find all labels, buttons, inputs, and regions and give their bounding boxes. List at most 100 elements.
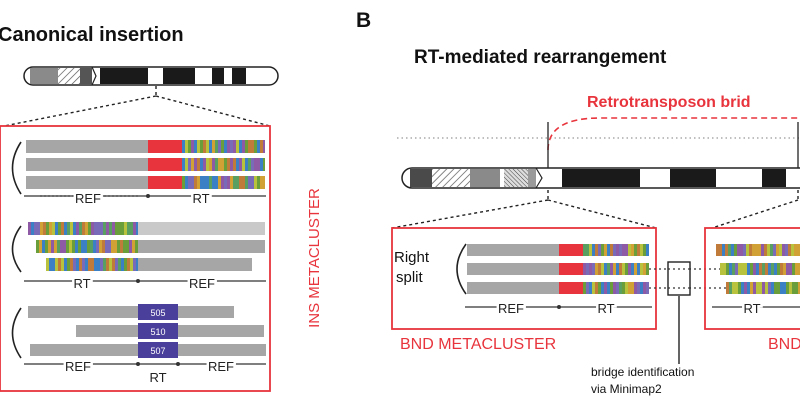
group3-bracket bbox=[11, 307, 22, 359]
group3-axis bbox=[24, 362, 266, 366]
rt-stripe bbox=[200, 176, 203, 189]
rt-stripes bbox=[182, 140, 265, 153]
rt-stripe bbox=[625, 244, 628, 256]
rt-stripe bbox=[640, 244, 643, 256]
rt-stripe bbox=[115, 222, 118, 235]
rt-stripe bbox=[94, 222, 97, 235]
rt-stripe bbox=[66, 240, 69, 253]
rt-stripe bbox=[640, 282, 643, 294]
rt-stripe bbox=[744, 282, 747, 294]
rt-stripe bbox=[783, 282, 786, 294]
rt-stripe bbox=[248, 158, 251, 171]
rt-stripe bbox=[206, 158, 209, 171]
rt-stripe bbox=[233, 176, 236, 189]
panel-b-letter: B bbox=[356, 9, 371, 32]
rt-stripe bbox=[218, 140, 221, 153]
rt-stripe bbox=[746, 244, 749, 256]
rt-stripe bbox=[631, 244, 634, 256]
rt-stripe bbox=[215, 140, 218, 153]
rt-stripe bbox=[48, 240, 51, 253]
rt-stripe bbox=[224, 176, 227, 189]
rt-stripes bbox=[46, 258, 138, 271]
rt-stripe bbox=[792, 263, 795, 275]
rt-stripe bbox=[768, 263, 771, 275]
rt-stripe bbox=[613, 244, 616, 256]
read-red-segment bbox=[559, 263, 583, 275]
rt-stripe bbox=[242, 176, 245, 189]
rt-stripe bbox=[182, 140, 185, 153]
read-ref-segment bbox=[26, 176, 148, 189]
rt-stripe bbox=[188, 140, 191, 153]
rt-stripe bbox=[91, 258, 94, 271]
rt-stripe bbox=[634, 244, 637, 256]
rt-stripe bbox=[81, 240, 84, 253]
rt-stripe bbox=[583, 282, 586, 294]
group2-bracket bbox=[11, 225, 22, 273]
rt-stripe bbox=[619, 263, 622, 275]
rt-stripe bbox=[795, 263, 798, 275]
rt-stripe bbox=[747, 263, 750, 275]
rt-stripe bbox=[732, 263, 735, 275]
read-id-box bbox=[138, 323, 178, 339]
rt-stripe bbox=[779, 244, 782, 256]
rt-stripe bbox=[88, 222, 91, 235]
rt-stripe bbox=[194, 140, 197, 153]
rt-stripe bbox=[227, 140, 230, 153]
read-id-label: 510 bbox=[150, 327, 165, 337]
rt-stripe bbox=[69, 240, 72, 253]
rt-stripe bbox=[52, 222, 55, 235]
rt-stripe bbox=[127, 258, 130, 271]
rt-stripe bbox=[616, 244, 619, 256]
rt-stripe bbox=[130, 222, 133, 235]
panel-a-title: Canonical insertion bbox=[0, 24, 184, 46]
rt-stripe bbox=[260, 140, 263, 153]
rt-stripe bbox=[646, 282, 649, 294]
rt-stripe bbox=[64, 258, 67, 271]
bridge-connection bbox=[649, 261, 726, 364]
rt-stripe bbox=[76, 258, 79, 271]
rt-stripe bbox=[725, 244, 728, 256]
bridge-note-line2: via Minimap2 bbox=[591, 382, 662, 396]
rt-stripe bbox=[785, 244, 788, 256]
rt-stripe bbox=[194, 158, 197, 171]
rt-stripe bbox=[118, 258, 121, 271]
rt-stripe bbox=[625, 263, 628, 275]
rt-stripe bbox=[79, 258, 82, 271]
rt-stripes bbox=[583, 244, 649, 256]
rt-stripe bbox=[643, 282, 646, 294]
rt-stripe bbox=[792, 282, 795, 294]
bnd-metacluster-box-right bbox=[704, 227, 800, 330]
read-red-segment bbox=[148, 176, 182, 189]
rt-stripe bbox=[203, 140, 206, 153]
rt-stripe bbox=[607, 282, 610, 294]
rt-stripe bbox=[236, 158, 239, 171]
rt-stripe bbox=[40, 222, 43, 235]
rt-stripes bbox=[726, 282, 800, 294]
group1-axis bbox=[24, 194, 266, 198]
rt-stripe bbox=[72, 240, 75, 253]
rt-stripe bbox=[738, 263, 741, 275]
rt-stripe bbox=[607, 244, 610, 256]
rt-stripe bbox=[206, 176, 209, 189]
rt-stripe bbox=[100, 222, 103, 235]
rt-stripe bbox=[762, 282, 765, 294]
rt-stripe bbox=[221, 158, 224, 171]
rt-stripe bbox=[212, 158, 215, 171]
rt-stripe bbox=[200, 158, 203, 171]
rt-stripe bbox=[756, 263, 759, 275]
rt-stripe bbox=[233, 158, 236, 171]
rt-stripe bbox=[70, 222, 73, 235]
rt-stripe bbox=[133, 258, 136, 271]
rt-stripe bbox=[117, 240, 120, 253]
rt-stripe bbox=[628, 282, 631, 294]
rt-stripe bbox=[740, 244, 743, 256]
rt-stripe bbox=[203, 158, 206, 171]
rt-stripe bbox=[749, 244, 752, 256]
group1-reads bbox=[11, 140, 265, 195]
rt-stripe bbox=[123, 240, 126, 253]
group1-left-label: REF bbox=[75, 191, 101, 206]
rt-stripe bbox=[197, 176, 200, 189]
chromosome-a bbox=[23, 66, 279, 86]
rt-stripe bbox=[759, 263, 762, 275]
rt-stripe bbox=[643, 244, 646, 256]
